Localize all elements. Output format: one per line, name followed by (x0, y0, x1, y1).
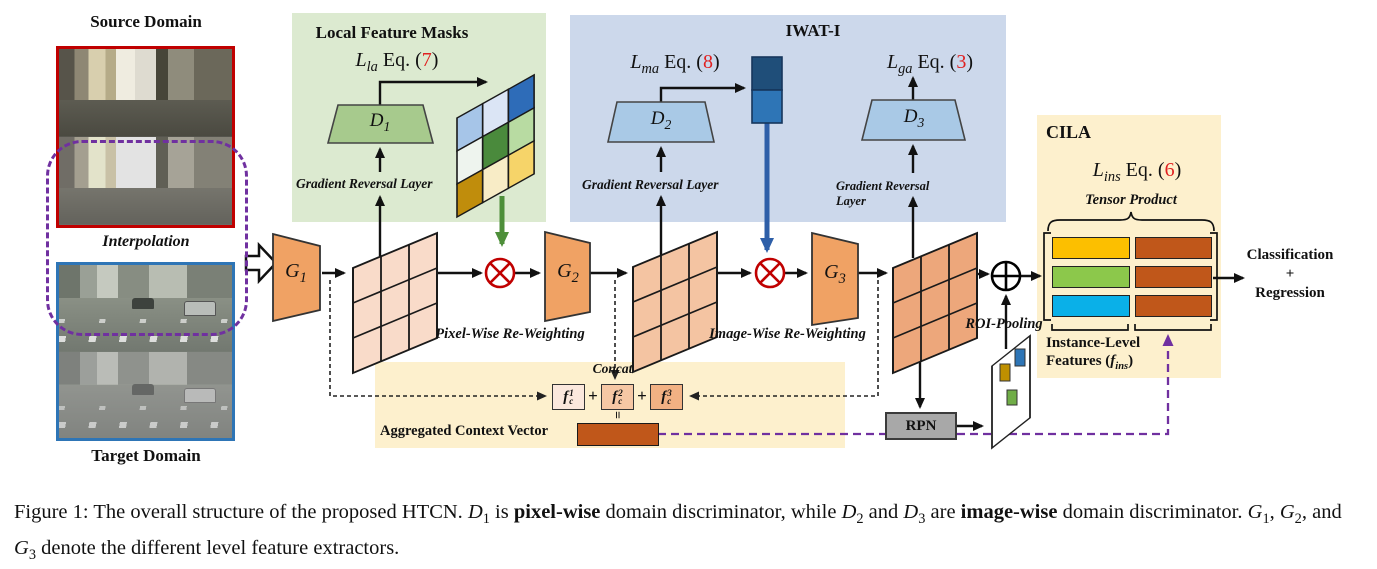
source-street-image (59, 49, 232, 137)
proposal-plane (991, 334, 1031, 450)
d3-label: D3 (903, 106, 925, 130)
l-ins-equation: Lins Eq. (6) (1092, 159, 1182, 185)
context-vector-bar (577, 423, 659, 446)
image-wise-label: Image-Wise Re-Weighting (709, 326, 866, 342)
image-multiply-node (754, 257, 786, 289)
source-image-group (56, 46, 235, 228)
g1-trapezoid (272, 232, 321, 323)
g3-label: G3 (824, 261, 846, 287)
d1-trapezoid (326, 104, 435, 144)
feature-grid-level2 (632, 230, 718, 374)
instance-bar-left-1 (1052, 237, 1130, 259)
interpolated-target-image (59, 265, 232, 352)
d3-trapezoid (860, 99, 967, 141)
instance-bar-right-3 (1135, 295, 1212, 317)
roi-pooling-label: ROI-Pooling (965, 316, 1043, 332)
tensor-product-label: Tensor Product (1085, 192, 1177, 208)
plus-sign-2: + (637, 386, 647, 405)
d2-label: D2 (650, 108, 672, 132)
feature-grid-level1 (352, 231, 438, 375)
pixel-multiply-node (484, 257, 516, 289)
l-la-equation: Lla Eq. (7) (355, 49, 439, 75)
interpolated-source-image (59, 137, 232, 225)
l-ma-equation: Lma Eq. (8) (630, 51, 720, 77)
gradient-reversal-label-1: Gradient Reversal Layer (296, 176, 433, 191)
add-node (990, 260, 1022, 292)
g1-label: G1 (285, 260, 307, 286)
local-masks-title: Local Feature Masks (315, 23, 469, 42)
target-street-image (59, 351, 232, 438)
figure-caption: Figure 1: The overall structure of the p… (14, 501, 1342, 564)
g2-label: G2 (557, 260, 579, 286)
instance-bar-left-2 (1052, 266, 1130, 288)
gradient-reversal-label-2: Gradient Reversal Layer (582, 177, 719, 192)
gradient-reversal-label-3: Gradient Reversal Layer (836, 179, 930, 208)
d1-label: D1 (369, 110, 391, 134)
cila-title: CILA (1046, 122, 1092, 142)
tensor-brackets (1043, 211, 1218, 331)
target-domain-label: Target Domain (91, 446, 201, 465)
target-image-group (56, 262, 235, 441)
source-domain-label: Source Domain (90, 12, 202, 31)
image-weight-cells (751, 56, 783, 124)
g3-trapezoid (811, 231, 859, 327)
input-block-arrow (244, 241, 278, 285)
d2-trapezoid (607, 101, 715, 143)
instance-bar-right-2 (1135, 266, 1212, 288)
pixel-wise-label: Pixel-Wise Re-Weighting (435, 326, 585, 342)
iwat-title: IWAT-I (785, 21, 841, 40)
g2-trapezoid (544, 230, 591, 323)
rpn-box: RPN (885, 412, 957, 440)
instance-bar-right-1 (1135, 237, 1212, 259)
aggregated-context-vector-label: Aggregated Context Vector (380, 423, 549, 439)
interpolation-region-outline (46, 140, 248, 336)
equals-sign: = (609, 411, 624, 419)
instance-level-features-label: Instance-Level Features (fins) (1046, 335, 1141, 372)
car-shape (131, 384, 154, 396)
interpolation-label: Interpolation (102, 233, 190, 250)
local-feature-mask-grid (456, 73, 535, 219)
l-ga-equation: Lga Eq. (3) (886, 51, 974, 77)
diagram-shapes (244, 56, 1245, 450)
car-shape (131, 297, 154, 309)
output-label: Classification+Regression (1246, 247, 1334, 301)
plus-sign-1: + (588, 386, 598, 405)
concat-label: Concat (592, 361, 633, 376)
car-shape (183, 387, 216, 403)
instance-bar-left-3 (1052, 295, 1130, 317)
feature-grid-level3 (892, 231, 978, 375)
context-to-instance-route (658, 334, 1174, 436)
